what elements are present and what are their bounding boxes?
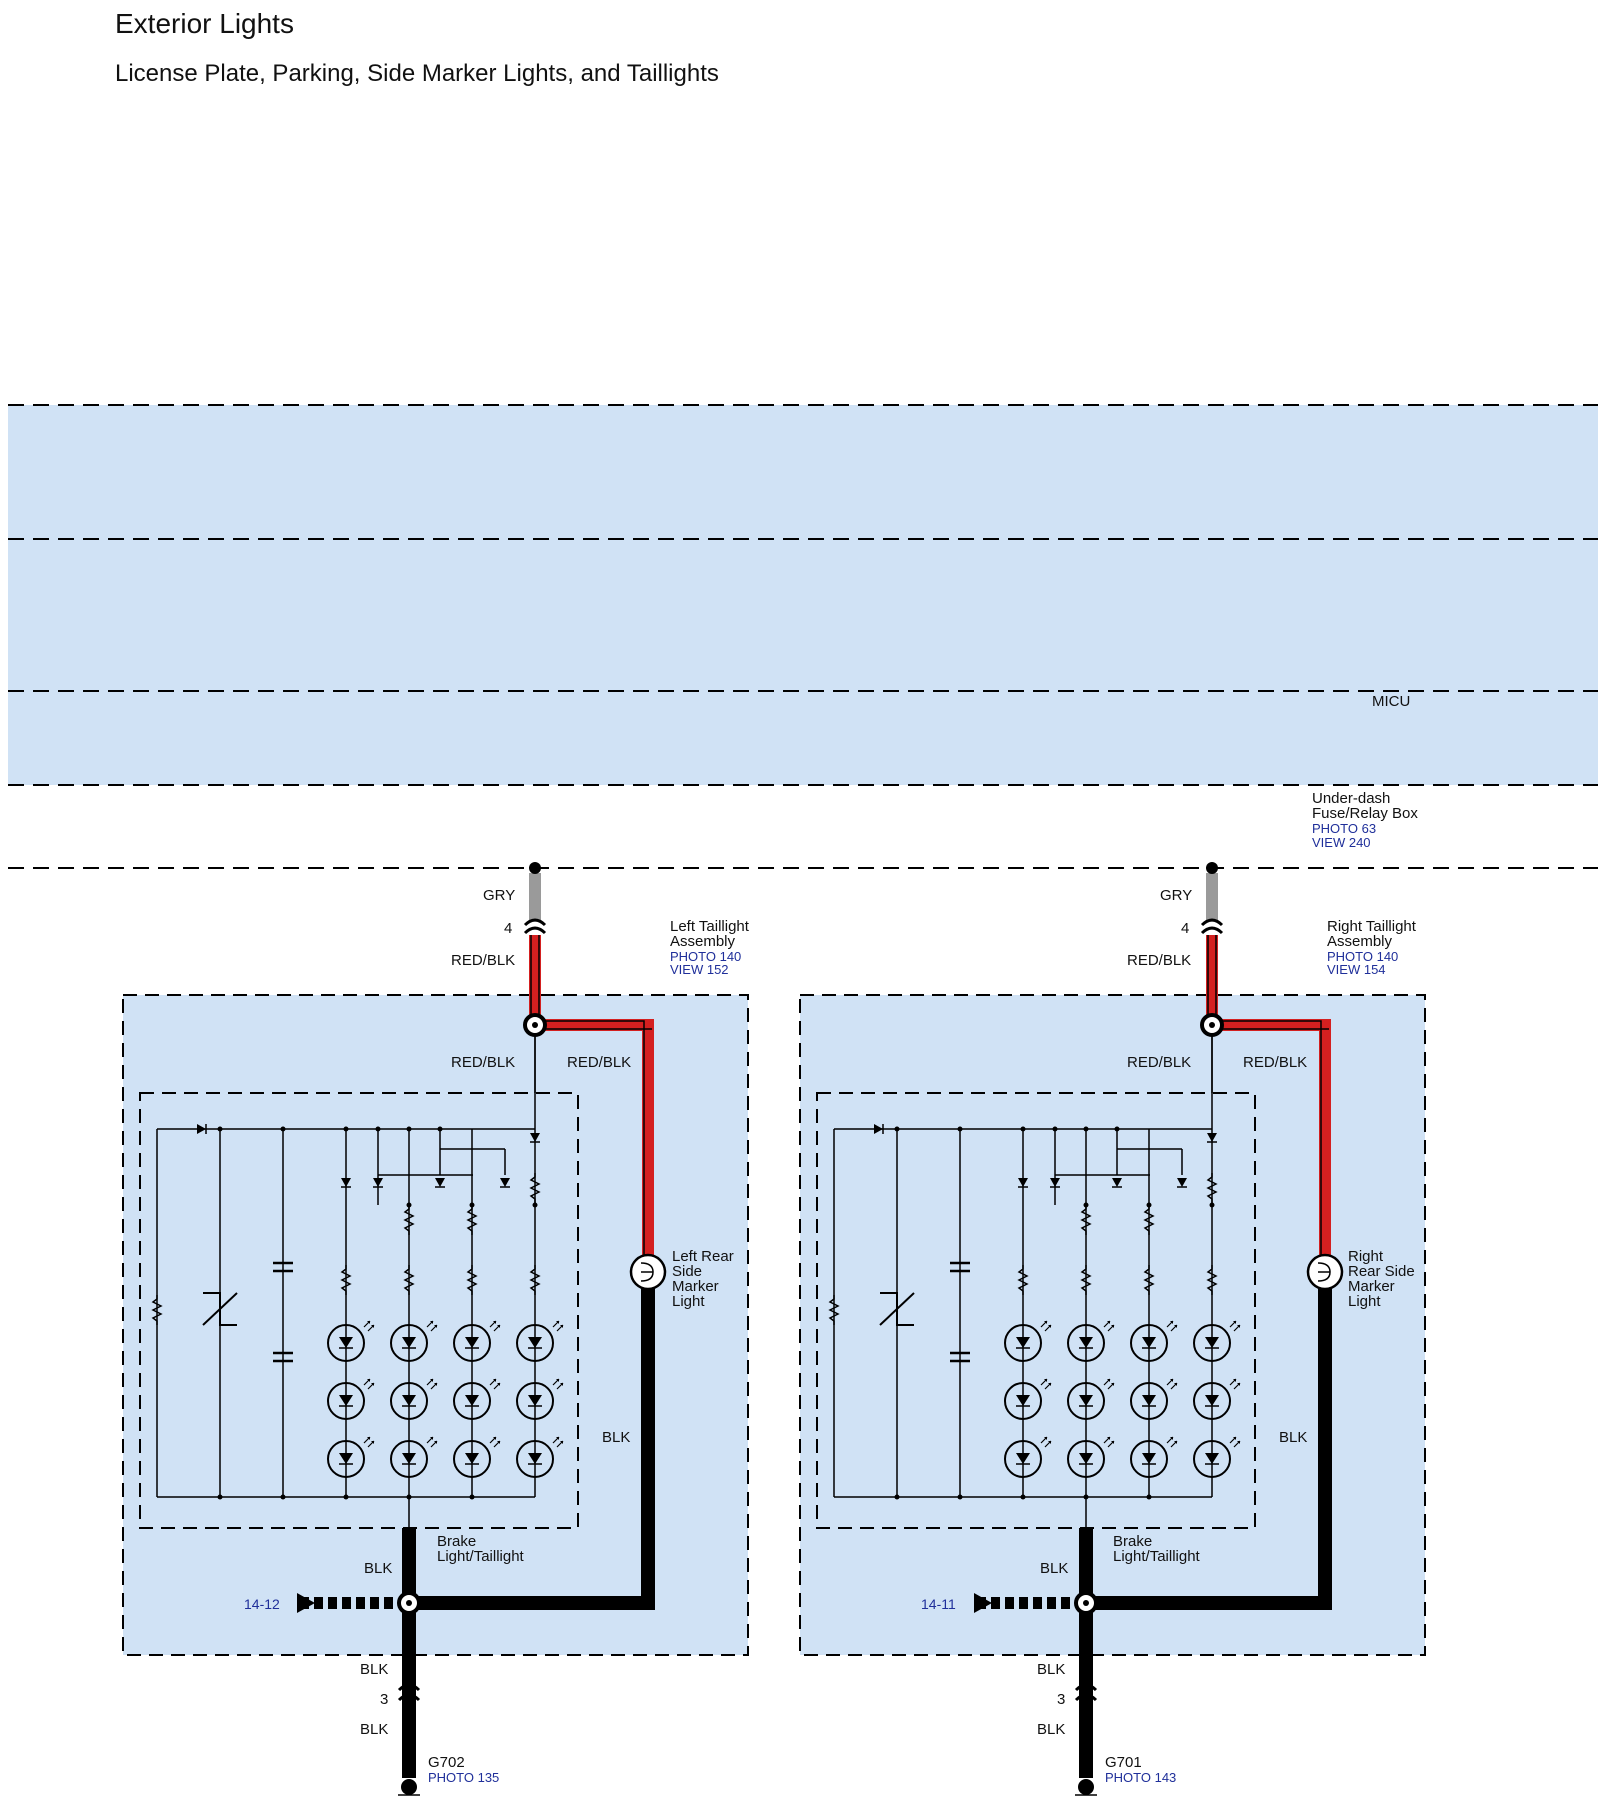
right-assembly-photo-link[interactable]: PHOTO 140 xyxy=(1327,949,1398,964)
right-blk-right-label: BLK xyxy=(1279,1429,1307,1446)
left-taillight-circuit: GRY 4 RED/BLK Left Taillight Assembly PH… xyxy=(123,862,750,1796)
fuse-box-name-line1: Under-dash xyxy=(1312,790,1390,807)
right-marker-line4: Light xyxy=(1348,1293,1381,1310)
left-brake-line2: Light/Taillight xyxy=(437,1548,525,1565)
right-pin-top: 4 xyxy=(1181,920,1189,937)
left-ground-label: G702 xyxy=(428,1754,465,1771)
fuse-box-view-link[interactable]: VIEW 240 xyxy=(1312,835,1371,850)
left-marker-line2: Side xyxy=(672,1263,702,1280)
left-blk-low1-label: BLK xyxy=(360,1661,388,1678)
right-assembly-view-link[interactable]: VIEW 154 xyxy=(1327,962,1386,977)
left-wire-branch-label: RED/BLK xyxy=(567,1054,631,1071)
left-wire-top-label: RED/BLK xyxy=(451,952,515,969)
page-subtitle: License Plate, Parking, Side Marker Ligh… xyxy=(115,60,719,87)
left-ref-link[interactable]: 14-12 xyxy=(244,1596,280,1612)
right-brake-line1: Brake xyxy=(1113,1533,1152,1550)
left-pin-top: 4 xyxy=(504,920,512,937)
right-pin-bottom: 3 xyxy=(1057,1691,1065,1708)
left-pin-bottom: 3 xyxy=(380,1691,388,1708)
right-ground-photo-link[interactable]: PHOTO 143 xyxy=(1105,1770,1176,1785)
left-gry-label: GRY xyxy=(483,887,515,904)
fuse-box-name-line2: Fuse/Relay Box xyxy=(1312,805,1418,822)
left-marker-line4: Light xyxy=(672,1293,705,1310)
right-blk-low2-label: BLK xyxy=(1037,1721,1065,1738)
left-blk-low2-label: BLK xyxy=(360,1721,388,1738)
right-brake-line2: Light/Taillight xyxy=(1113,1548,1201,1565)
left-brake-line1: Brake xyxy=(437,1533,476,1550)
right-wire-top-label: RED/BLK xyxy=(1127,952,1191,969)
fuse-box-photo-link[interactable]: PHOTO 63 xyxy=(1312,821,1376,836)
right-marker-line1: Right xyxy=(1348,1248,1384,1265)
micu-label: MICU xyxy=(1372,693,1410,710)
right-assembly-line2: Assembly xyxy=(1327,933,1393,950)
left-wire-inner-label: RED/BLK xyxy=(451,1054,515,1071)
left-marker-line3: Marker xyxy=(672,1278,719,1295)
right-wire-branch-label: RED/BLK xyxy=(1243,1054,1307,1071)
left-assembly-line2: Assembly xyxy=(670,933,736,950)
right-taillight-circuit: GRY 4 RED/BLK Right Taillight Assembly P… xyxy=(800,862,1425,1796)
right-wire-inner-label: RED/BLK xyxy=(1127,1054,1191,1071)
right-marker-line3: Marker xyxy=(1348,1278,1395,1295)
right-blk-low1-label: BLK xyxy=(1037,1661,1065,1678)
right-assembly-line1: Right Taillight xyxy=(1327,918,1417,935)
right-ref-link[interactable]: 14-11 xyxy=(921,1596,956,1612)
right-blk-mid-label: BLK xyxy=(1040,1560,1068,1577)
left-blk-right-label: BLK xyxy=(602,1429,630,1446)
right-gry-label: GRY xyxy=(1160,887,1192,904)
page-title: Exterior Lights xyxy=(115,8,294,39)
left-assembly-photo-link[interactable]: PHOTO 140 xyxy=(670,949,741,964)
right-ground-label: G701 xyxy=(1105,1754,1142,1771)
left-assembly-line1: Left Taillight xyxy=(670,918,750,935)
left-assembly-view-link[interactable]: VIEW 152 xyxy=(670,962,729,977)
left-ground-photo-link[interactable]: PHOTO 135 xyxy=(428,1770,499,1785)
left-blk-mid-label: BLK xyxy=(364,1560,392,1577)
right-marker-line2: Rear Side xyxy=(1348,1263,1415,1280)
left-marker-line1: Left Rear xyxy=(672,1248,734,1265)
